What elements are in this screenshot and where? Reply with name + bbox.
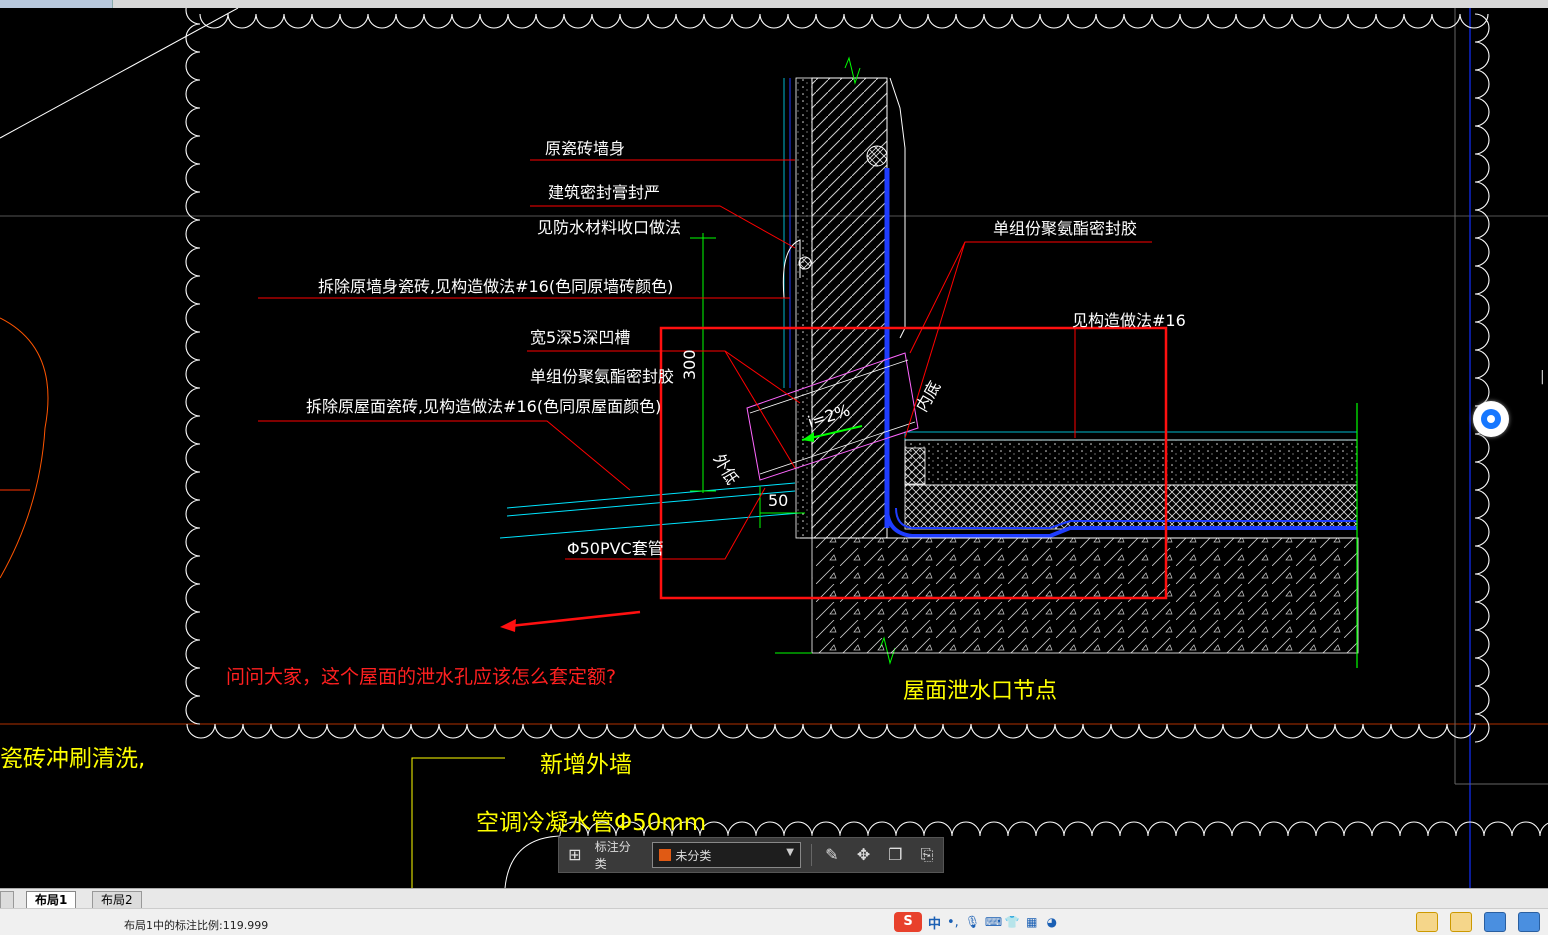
- layout-tab-bar: 布局1 布局2: [0, 888, 1548, 909]
- tray-app1-icon[interactable]: [1416, 912, 1438, 932]
- label-inner-bottom: 内底: [912, 378, 944, 415]
- ime-lang[interactable]: 中: [928, 916, 942, 932]
- tab-layout1[interactable]: 布局1: [26, 891, 77, 908]
- keyboard-icon[interactable]: ⌨: [984, 915, 1003, 929]
- tray-app4-icon[interactable]: [1518, 912, 1540, 932]
- tab-layout2[interactable]: 布局2: [92, 891, 142, 908]
- label-groove: 宽5深5深凹槽: [530, 328, 630, 347]
- category-value: 未分类: [675, 848, 712, 863]
- microphone-icon[interactable]: 🎙: [964, 915, 981, 929]
- highlight-box: [659, 326, 1168, 600]
- category-color-swatch: [659, 849, 672, 861]
- layout-tab-scroll[interactable]: [0, 891, 14, 908]
- red-arrow: [500, 610, 641, 632]
- apps-icon[interactable]: ▦: [1026, 915, 1038, 929]
- label-tile-wash: 瓷砖冲刷清洗,: [0, 746, 145, 772]
- question-text: 问问大家，这个屋面的泄水孔应该怎么套定额?: [226, 666, 616, 688]
- label-dim-50: 50: [768, 491, 788, 510]
- ime-toolbar: S 中 •, 🎙 ⌨ 👕 ▦ ◕: [894, 912, 1059, 932]
- leader-lines: [258, 159, 1152, 560]
- title-bar: [0, 0, 1548, 8]
- svg-text:|: |: [1540, 369, 1545, 385]
- sogou-logo-icon[interactable]: S: [894, 912, 922, 932]
- shirt-icon[interactable]: 👕: [1004, 915, 1020, 929]
- cad-drawing-canvas[interactable]: 原瓷砖墙身 建筑密封膏封严 见防水材料收口做法 拆除原墙身瓷砖,见构造做法#16…: [0, 8, 1548, 888]
- annotation-toolbar: ⊞ 标注分类 未分类 ▼ ✎ ✥ ❐ ⎘: [558, 837, 944, 873]
- edit-icon[interactable]: ✎: [825, 845, 839, 864]
- status-bar: 布局1中的标注比例:119.999: [0, 908, 1548, 935]
- floating-assist-button[interactable]: [1473, 401, 1509, 437]
- label-ac-pipe: 空调冷凝水管Φ50mm: [476, 810, 706, 836]
- document-tab[interactable]: [0, 0, 113, 8]
- label-pu-seal-right: 单组份聚氨酯密封胶: [993, 219, 1137, 238]
- label-remove-roof-tile: 拆除原屋面瓷砖,见构造做法#16(色同原屋面颜色): [306, 397, 661, 416]
- tray-app3-icon[interactable]: [1484, 912, 1506, 932]
- label-pu-seal-left: 单组份聚氨酯密封胶: [530, 367, 674, 386]
- external-lines: [499, 482, 801, 539]
- label-outer-bottom: 外低: [710, 451, 742, 488]
- assist-icon: [1481, 409, 1501, 429]
- left-arc: [0, 317, 49, 579]
- label-see-detail: 见构造做法#16: [1072, 311, 1186, 330]
- scale-readout: 布局1中的标注比例:119.999: [124, 919, 269, 932]
- label-new-wall: 新增外墙: [540, 752, 632, 778]
- lower-detail: [411, 757, 1548, 888]
- pvc-pipe: [746, 352, 919, 481]
- label-dim-300: 300: [680, 349, 699, 380]
- crosshair-lines: [0, 8, 1548, 888]
- category-select[interactable]: 未分类 ▼: [652, 842, 801, 868]
- revision-cloud: [185, 8, 1490, 743]
- mascot-icon[interactable]: ◕: [1046, 915, 1058, 929]
- ime-punct[interactable]: •,: [947, 914, 959, 930]
- roof-layers: [775, 403, 1359, 668]
- label-pvc-pipe: Φ50PVC套管: [567, 539, 664, 558]
- wall-section: [782, 56, 906, 665]
- label-sealant: 建筑密封膏封严: [548, 183, 660, 202]
- copy-icon[interactable]: ❐: [888, 845, 903, 864]
- label-waterproof-edge: 见防水材料收口做法: [537, 218, 681, 237]
- system-tray: [1416, 912, 1540, 932]
- chevron-down-icon: ▼: [786, 847, 794, 858]
- paste-icon[interactable]: ⎘: [920, 845, 934, 864]
- node-title: 屋面泄水口节点: [903, 679, 1057, 704]
- move-icon[interactable]: ✥: [856, 845, 871, 864]
- label-orig-wall: 原瓷砖墙身: [545, 139, 625, 158]
- dimension-lines: [690, 233, 805, 528]
- diagonal-line: [0, 8, 239, 139]
- grid-apps-icon[interactable]: ⊞: [568, 845, 582, 864]
- label-remove-wall-tile: 拆除原墙身瓷砖,见构造做法#16(色同原墙砖颜色): [318, 277, 673, 296]
- tray-app2-icon[interactable]: [1450, 912, 1472, 932]
- category-label: 标注分类: [594, 840, 631, 871]
